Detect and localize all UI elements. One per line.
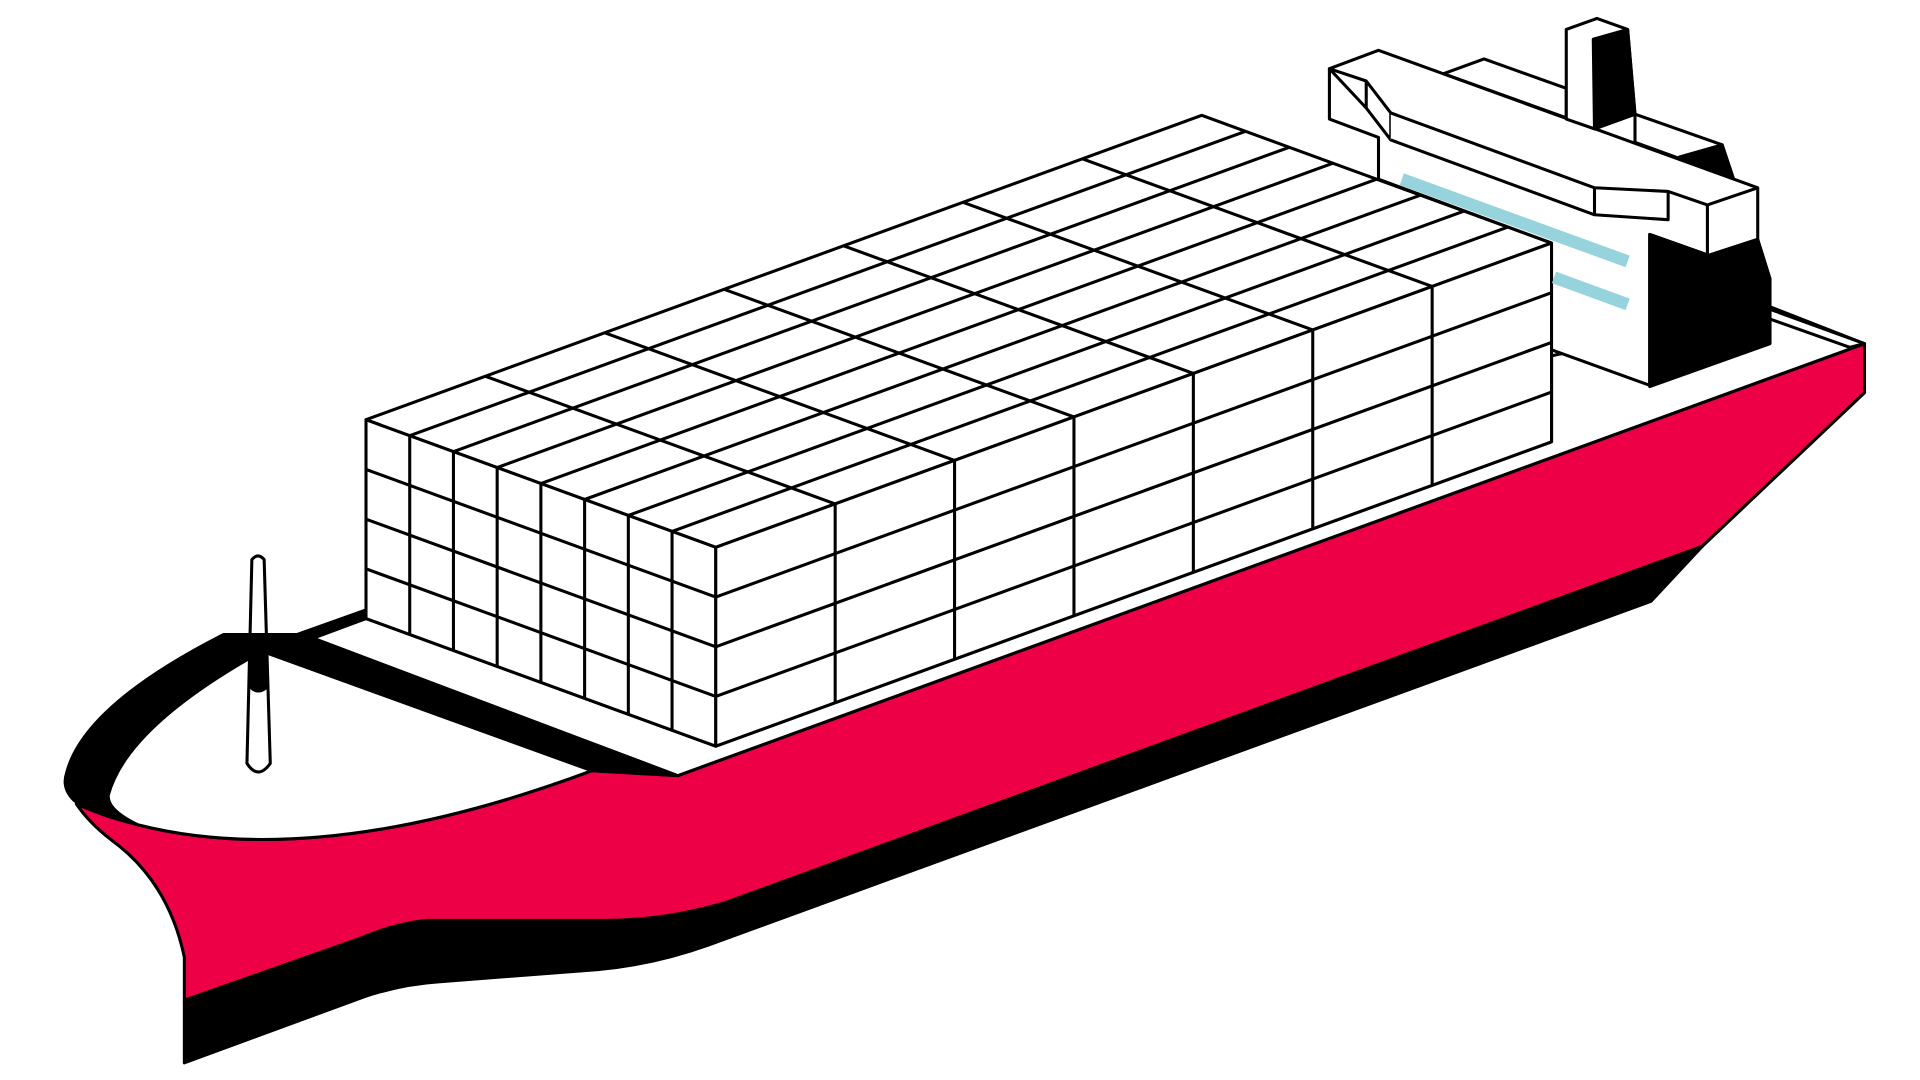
container-top-divider: [1081, 157, 1433, 288]
container-row-line: [715, 340, 1553, 649]
container-top-divider: [452, 145, 1290, 454]
container-top-divider: [540, 177, 1378, 485]
bow-mast-band: [249, 632, 269, 693]
container-top-divider: [584, 193, 1421, 501]
container-row-line: [365, 567, 717, 698]
container-top-divider: [604, 331, 956, 462]
container-row-line: [715, 291, 1553, 599]
bridge-superstructure: [1327, 16, 1867, 389]
container-top-divider: [843, 244, 1194, 375]
container-top-divider: [671, 225, 1509, 533]
bow-deck: [106, 651, 594, 842]
container-row-line: [365, 517, 717, 649]
container-top-divider: [627, 209, 1465, 517]
container-top-divider: [723, 287, 1075, 419]
container-top-divider: [409, 129, 1247, 438]
window-stripe: [1399, 173, 1630, 311]
container-row-line: [365, 467, 717, 599]
container-row-line: [715, 390, 1553, 698]
container-top-divider: [496, 161, 1334, 470]
container-top-divider: [962, 200, 1314, 332]
container-top-divider: [484, 374, 836, 506]
